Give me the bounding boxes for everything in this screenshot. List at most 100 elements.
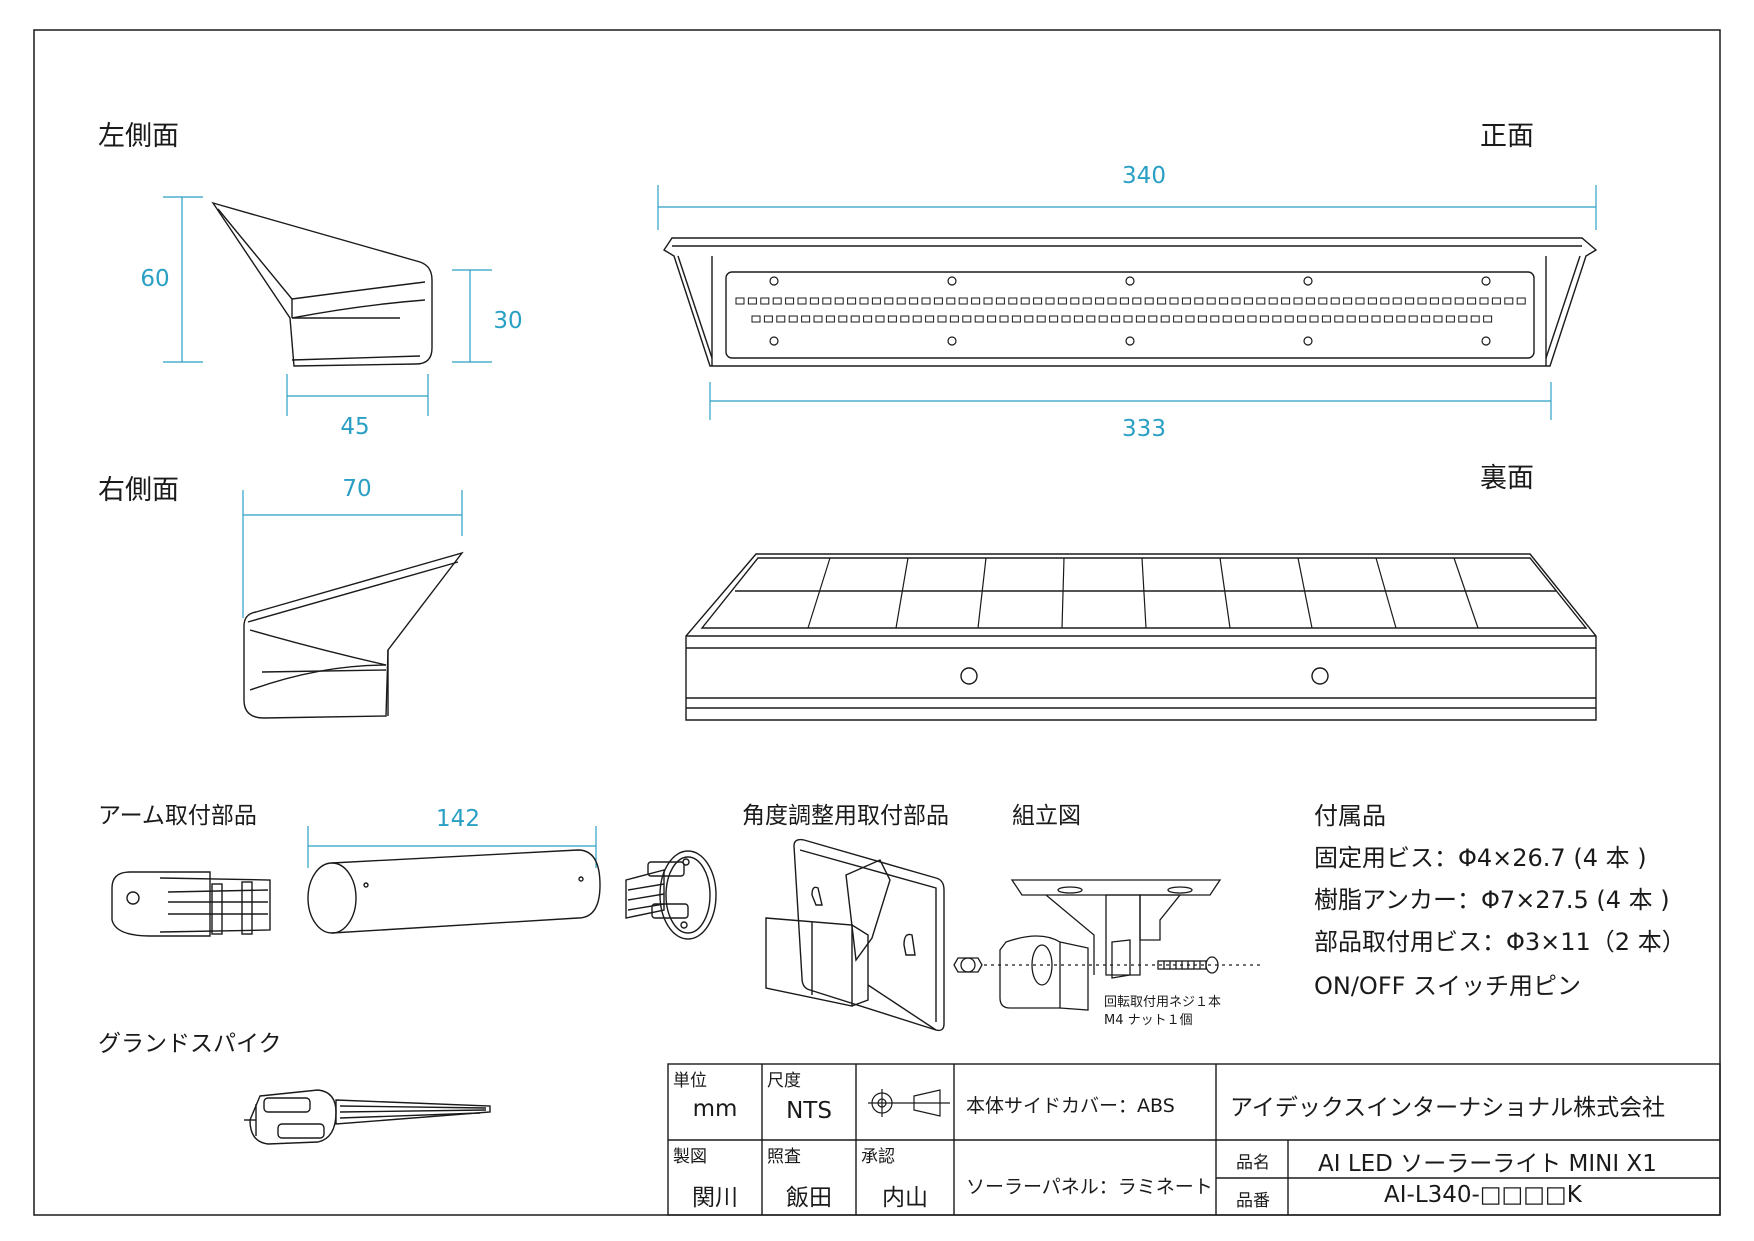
product-number: AI-L340-□□□□K: [1384, 1182, 1582, 1208]
led-cell: [1516, 297, 1526, 305]
checked-label: 照査: [767, 1147, 801, 1167]
led-cell: [1346, 315, 1356, 323]
ground-spike-title: グランドスパイク: [98, 1031, 282, 1057]
led-cell: [1132, 297, 1142, 305]
scale-value: NTS: [786, 1098, 832, 1124]
assembly-note-screw: 回転取付用ネジ１本: [1104, 995, 1222, 1010]
led-cell: [1123, 315, 1133, 323]
led-cell: [1061, 315, 1071, 323]
led-cell: [995, 297, 1005, 305]
back-view: [685, 553, 1597, 721]
right-dim-lines: [242, 490, 463, 618]
led-cell: [1421, 315, 1431, 323]
led-cell: [1033, 297, 1043, 305]
dim-left-depth: 45: [340, 414, 370, 440]
screw-hole: [1481, 336, 1491, 346]
solar-cell-divider: [977, 557, 987, 629]
led-cell: [1318, 297, 1328, 305]
dim-left-height: 60: [140, 266, 170, 292]
led-cell: [921, 297, 931, 305]
led-cell: [1371, 315, 1381, 323]
led-cell: [1135, 315, 1145, 323]
led-cell: [962, 315, 972, 323]
led-cell: [871, 297, 881, 305]
assembly-note-nut: M4 ナット１個: [1104, 1013, 1193, 1028]
led-cell: [797, 297, 807, 305]
front-dim-lines: [657, 185, 1597, 420]
led-cell: [1367, 297, 1377, 305]
led-cell: [1247, 315, 1257, 323]
title-block-grid: [667, 1063, 1721, 1216]
angle-mount-drawing: [765, 838, 945, 1032]
led-cell: [896, 297, 906, 305]
left-dim-lines: [163, 196, 492, 416]
assembly-title: 組立図: [1012, 803, 1081, 829]
solar-cell-divider: [1141, 557, 1147, 629]
led-cell: [1470, 315, 1480, 323]
accessory-item: ON/OFF スイッチ用ピン: [1314, 972, 1582, 1000]
led-cell: [1185, 315, 1195, 323]
led-cell: [1343, 297, 1353, 305]
led-cell: [1073, 315, 1083, 323]
led-cell: [946, 297, 956, 305]
led-cell: [747, 297, 757, 305]
led-cell: [834, 297, 844, 305]
led-cell: [1011, 315, 1021, 323]
unit-value: mm: [692, 1096, 738, 1122]
led-cell: [1036, 315, 1046, 323]
solar-cell-divider: [895, 557, 909, 629]
led-cell: [813, 315, 823, 323]
led-cell: [1396, 315, 1406, 323]
dim-front-width-bottom: 333: [1122, 416, 1166, 442]
led-cell: [1157, 297, 1167, 305]
led-cell: [1297, 315, 1307, 323]
led-cell: [1309, 315, 1319, 323]
led-cell: [884, 297, 894, 305]
screw-hole: [769, 276, 779, 286]
led-cell: [735, 297, 745, 305]
led-cell: [1268, 297, 1278, 305]
screw-hole: [1303, 336, 1313, 346]
screw-hole: [1303, 276, 1313, 286]
drawn-label: 製図: [673, 1147, 707, 1167]
led-cell: [1173, 315, 1183, 323]
led-cell: [1160, 315, 1170, 323]
led-cell: [1284, 315, 1294, 323]
led-cell: [1467, 297, 1477, 305]
material-cover: 本体サイドカバー：ABS: [966, 1095, 1175, 1117]
led-cell: [999, 315, 1009, 323]
led-cell: [1458, 315, 1468, 323]
led-cell: [1383, 315, 1393, 323]
led-cell: [1380, 297, 1390, 305]
solar-cell-divider: [1219, 557, 1231, 629]
led-cell: [1210, 315, 1220, 323]
led-cell: [949, 315, 959, 323]
dim-arm-length: 142: [436, 806, 480, 832]
led-cell: [1334, 315, 1344, 323]
led-cell: [1086, 315, 1096, 323]
dim-front-width-top: 340: [1122, 163, 1166, 189]
front-view: [663, 237, 1598, 367]
led-cell: [1483, 315, 1493, 323]
company-name: アイデックスインターナショナル株式会社: [1230, 1095, 1666, 1121]
led-cell: [850, 315, 860, 323]
right-side-view: [243, 551, 464, 719]
checked-value: 飯田: [786, 1185, 832, 1211]
led-cell: [958, 297, 968, 305]
led-cell: [1070, 297, 1080, 305]
assembly-drawing: [953, 879, 1260, 1011]
led-cell: [1305, 297, 1315, 305]
led-cell: [788, 315, 798, 323]
led-cell: [760, 297, 770, 305]
led-cell: [987, 315, 997, 323]
led-cell: [1206, 297, 1216, 305]
led-cell: [1020, 297, 1030, 305]
led-cell: [1098, 315, 1108, 323]
led-cell: [859, 297, 869, 305]
led-cell: [1433, 315, 1443, 323]
ground-spike-drawing: [244, 1089, 491, 1145]
led-cell: [1417, 297, 1427, 305]
led-cell: [1321, 315, 1331, 323]
screw-hole: [1481, 276, 1491, 286]
led-cell: [1219, 297, 1229, 305]
